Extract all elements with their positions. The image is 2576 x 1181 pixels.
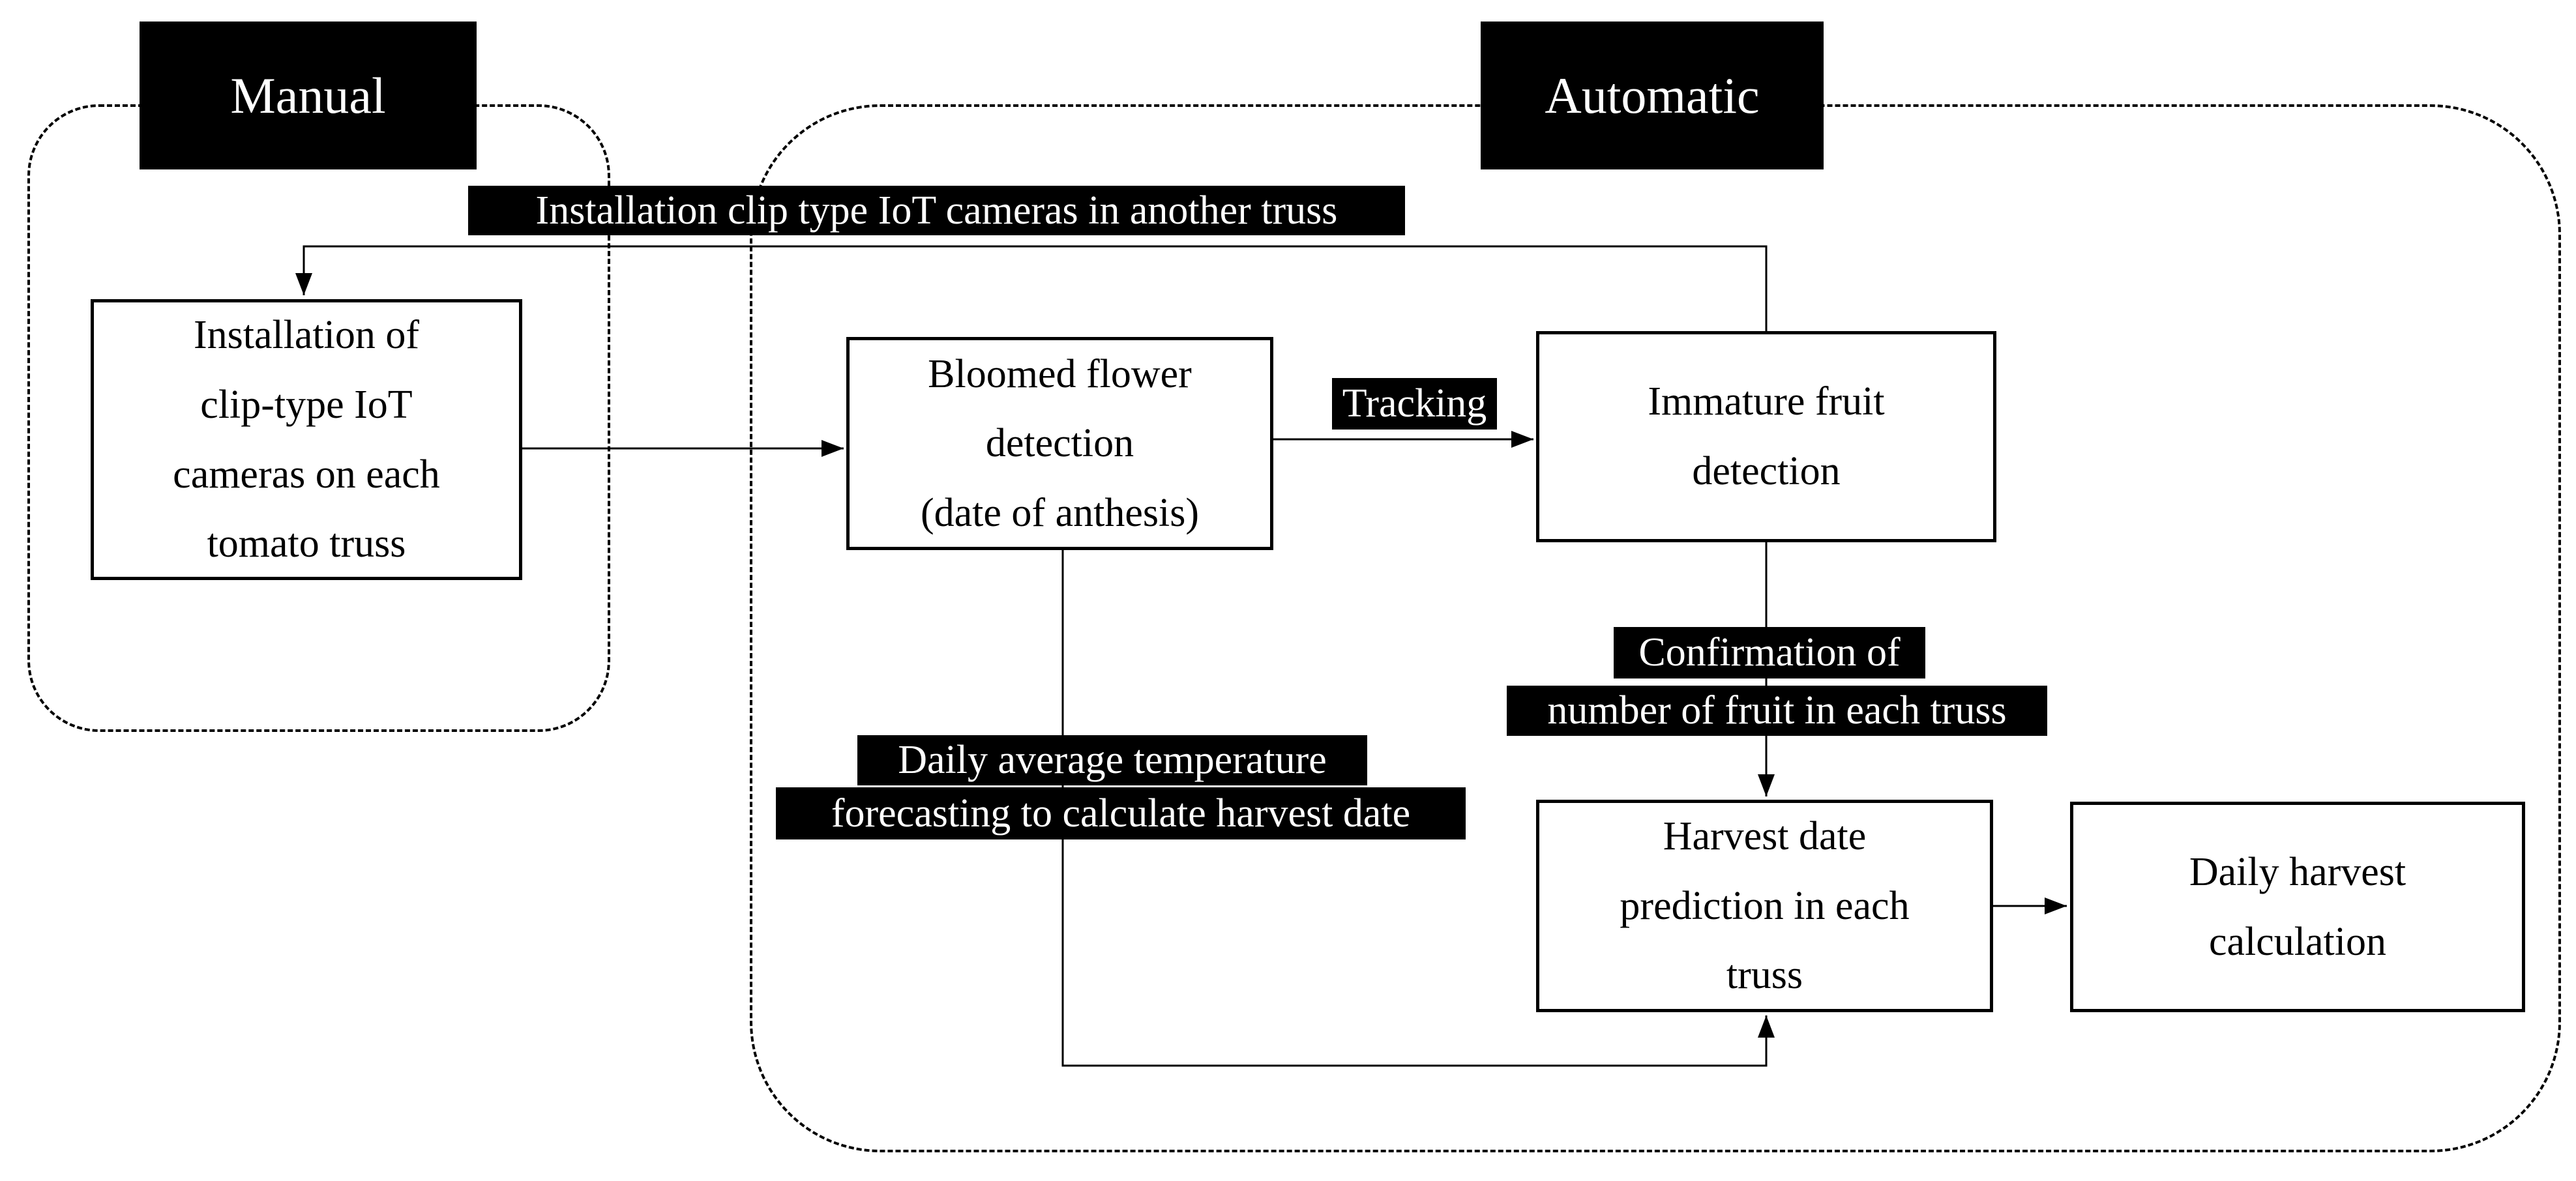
confirmation-edge-label-line2: number of fruit in each truss (1507, 686, 2047, 736)
install-clip-edge-label-text: Installation clip type IoT cameras in an… (535, 188, 1338, 233)
install-clip-edge-label: Installation clip type IoT cameras in an… (468, 186, 1405, 235)
confirmation-edge-label-line1-text: Confirmation of (1638, 630, 1901, 675)
temperature-edge-label-line2-text: forecasting to calculate harvest date (831, 791, 1411, 836)
harvest-date-prediction-text: Harvest date prediction in each truss (1620, 814, 1910, 998)
bloomed-flower-detection-box: Bloomed flower detection (date of anthes… (846, 337, 1273, 550)
manual-group-title: Manual (230, 66, 386, 124)
tracking-edge-label-text: Tracking (1342, 381, 1487, 426)
harvest-date-prediction-box: Harvest date prediction in each truss (1536, 800, 1993, 1012)
immature-fruit-detection-text: Immature fruit detection (1648, 379, 1885, 493)
immature-fruit-detection-box: Immature fruit detection (1536, 331, 1996, 542)
confirmation-edge-label-line1: Confirmation of (1614, 627, 1925, 678)
daily-harvest-calculation-box: Daily harvest calculation (2070, 802, 2525, 1012)
automatic-group-header: Automatic (1481, 22, 1824, 169)
confirmation-edge-label-line2-text: number of fruit in each truss (1547, 688, 2007, 733)
tracking-edge-label: Tracking (1332, 378, 1497, 430)
installation-cameras-text: Installation of clip-type IoT cameras on… (173, 313, 440, 566)
bloomed-flower-detection-text: Bloomed flower detection (date of anthes… (921, 351, 1199, 535)
temperature-edge-label-line2: forecasting to calculate harvest date (776, 787, 1466, 839)
arrow-immature-to-installation (295, 245, 1768, 331)
daily-harvest-calculation-text: Daily harvest calculation (2189, 849, 2406, 964)
automatic-group-title: Automatic (1545, 66, 1760, 124)
temperature-edge-label-line1: Daily average temperature (857, 735, 1367, 785)
temperature-edge-label-line1-text: Daily average temperature (898, 738, 1327, 782)
manual-group-header: Manual (140, 22, 477, 169)
installation-cameras-box: Installation of clip-type IoT cameras on… (91, 299, 522, 580)
